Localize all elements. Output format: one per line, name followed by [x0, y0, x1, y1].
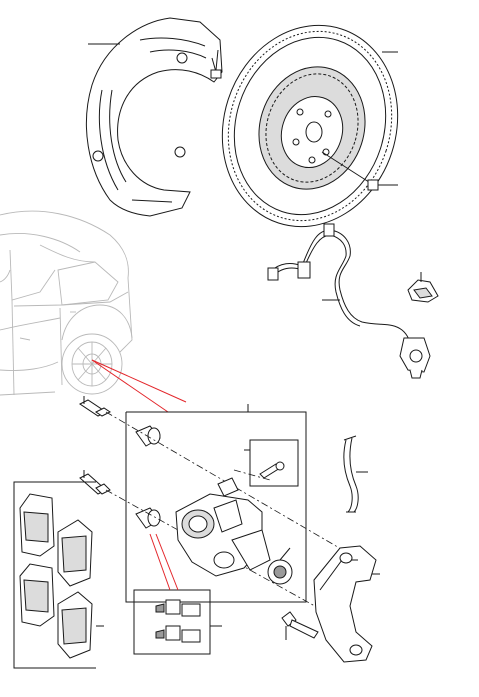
carrier-bolt — [281, 611, 319, 640]
splash-shield-bolt — [210, 49, 222, 79]
splash-shield — [85, 17, 223, 217]
brake-caliper — [175, 477, 293, 585]
wheel-speed-sensor-harness — [267, 223, 431, 379]
harness-bracket — [407, 272, 439, 303]
disc-retaining-screw — [321, 151, 398, 191]
guide-pin-upper — [79, 396, 111, 417]
guide-pin-boot-lower — [135, 507, 161, 529]
guide-pin-boot-upper — [135, 425, 161, 447]
anti-rattle-spring — [343, 435, 368, 513]
guide-pin-bushing-kit — [133, 533, 222, 655]
location-pointer-lines — [91, 359, 187, 413]
bleed-screw-kit — [244, 439, 299, 487]
caliper-kit-frame — [125, 404, 307, 603]
vehicle-location-outline — [0, 210, 133, 396]
brake-disc — [221, 24, 399, 228]
brake-pad-set — [13, 481, 104, 669]
caliper-carrier — [313, 545, 380, 663]
